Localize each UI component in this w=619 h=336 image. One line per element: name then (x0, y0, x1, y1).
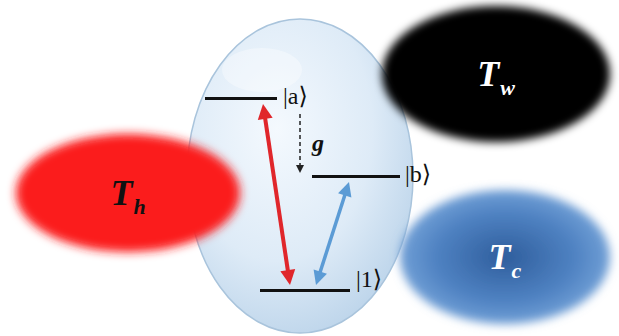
arrow-shaft (299, 114, 301, 167)
arrow-head (338, 182, 351, 197)
state-label: |1⟩ (356, 265, 382, 293)
hot-bath: Th (8, 126, 248, 260)
arrow-shaft (319, 193, 345, 275)
bath-label: Th (8, 126, 248, 260)
work-bath: Tw (374, 0, 618, 150)
coupling-label: g (312, 130, 324, 156)
hot-transition-arrow (258, 104, 295, 285)
state-label: |b⟩ (405, 160, 431, 188)
energy-level: |a⟩ (205, 97, 277, 100)
energy-level: |1⟩ (260, 289, 350, 292)
coupling-arrow (296, 114, 304, 173)
temperature-letter: T (110, 173, 132, 213)
arrow-head (296, 165, 304, 173)
arrow-head (280, 269, 295, 285)
temperature-symbol: Th (110, 172, 145, 214)
energy-level: |b⟩ (312, 175, 400, 178)
temperature-letter: T (477, 54, 499, 94)
temperature-symbol: Tw (477, 53, 515, 95)
temperature-subscript: w (500, 75, 515, 100)
bath-ellipse (400, 190, 610, 324)
cold-transition-arrow (314, 182, 352, 285)
temperature-subscript: c (512, 258, 522, 283)
temperature-letter: T (489, 237, 511, 277)
bath-ellipse (16, 134, 240, 252)
state-label: |a⟩ (283, 82, 308, 110)
bath-label: Tc (392, 182, 618, 332)
arrow-head (258, 104, 273, 120)
temperature-symbol: Tc (489, 236, 522, 278)
cold-bath: Tc (392, 182, 618, 332)
arrow-shaft (265, 116, 288, 273)
arrow-head (314, 270, 327, 285)
bath-ellipse (382, 6, 610, 142)
bath-label: Tw (374, 0, 618, 150)
temperature-subscript: h (133, 194, 145, 219)
